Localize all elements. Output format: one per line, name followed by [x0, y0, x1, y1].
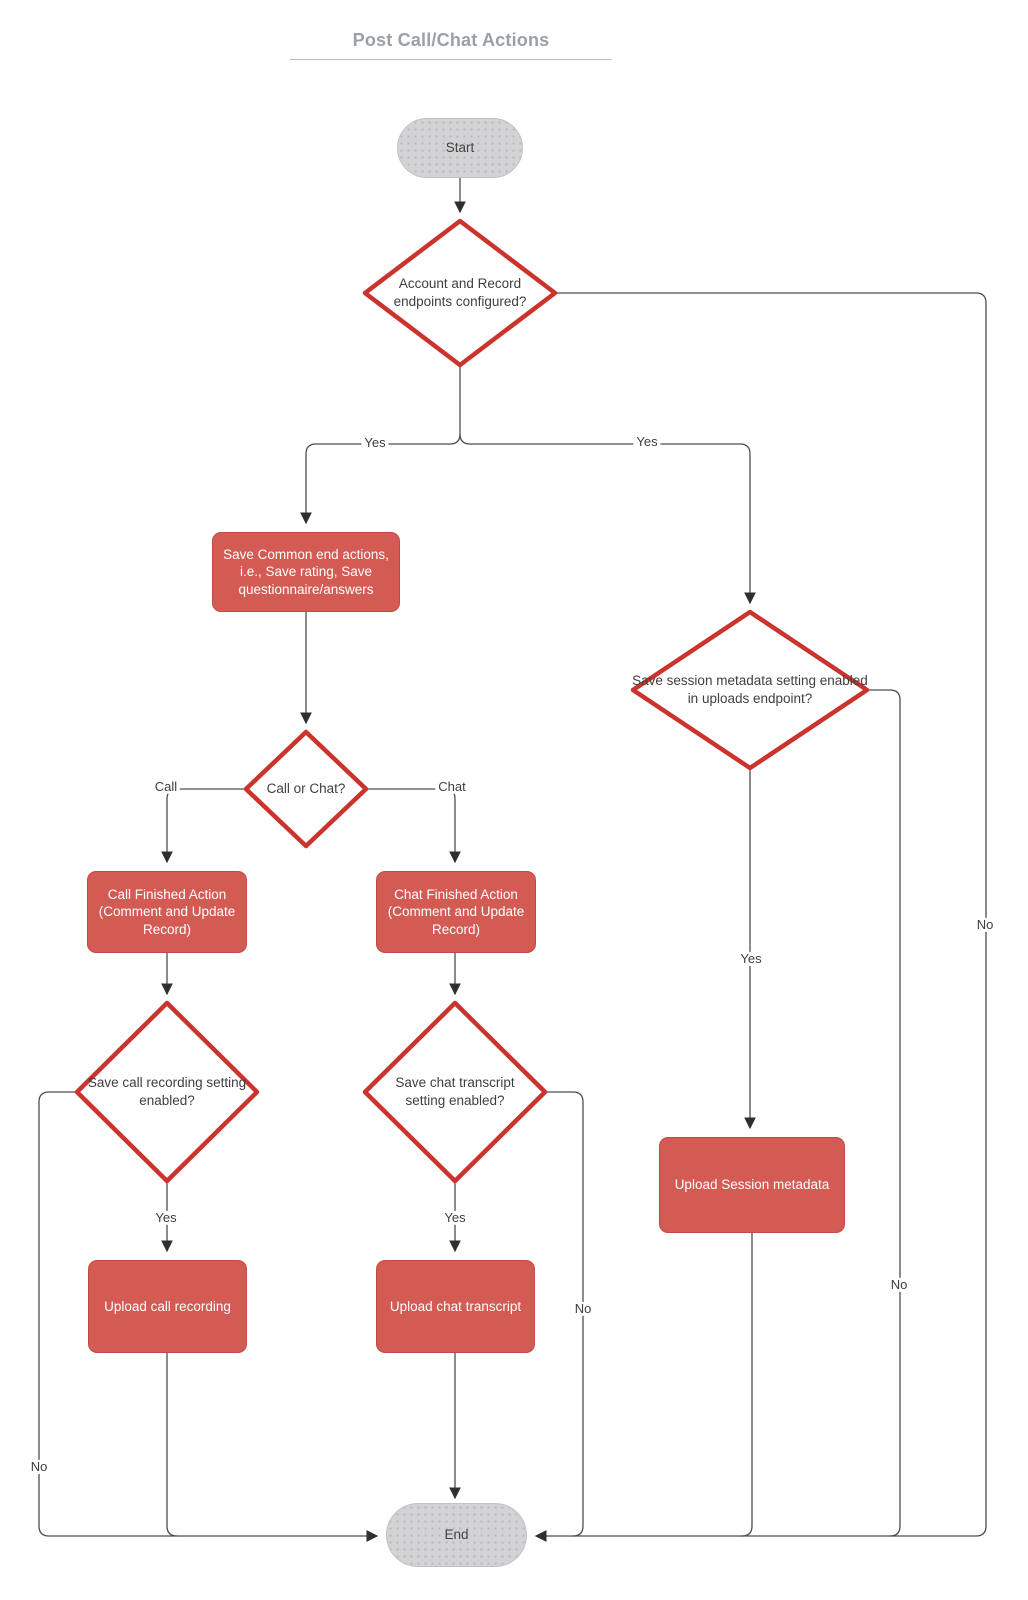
edge-label-yes-upload-chat: Yes: [441, 1210, 469, 1226]
end-label: End: [444, 1527, 469, 1543]
edge-label-no-endpoints: No: [973, 917, 997, 933]
process-call-finished-action: Call Finished Action (Comment and Update…: [87, 871, 247, 953]
edge-yes-to-save-common: [300, 433, 461, 525]
edge-call-branch: [161, 788, 246, 864]
process-save-common-label: Save Common end actions, i.e., Save rati…: [223, 546, 389, 597]
end-terminal: End: [386, 1503, 527, 1567]
decision-save-call-recording-shape: [74, 1000, 260, 1184]
edge-label-no-chat-transcript: No: [571, 1301, 595, 1317]
start-label: Start: [445, 140, 475, 156]
edge-label-call: Call: [151, 779, 181, 795]
decision-endpoints-configured-shape: [362, 218, 558, 368]
edge-no-call-to-end: [38, 1091, 379, 1542]
process-upload-call-recording: Upload call recording: [88, 1260, 247, 1353]
decision-call-or-chat-shape: [243, 729, 369, 849]
process-chat-finished-label: Chat Finished Action (Comment and Update…: [387, 886, 525, 937]
decision-session-metadata-label: Save session metadata setting enabled in…: [632, 673, 868, 706]
edge-chat-branch: [366, 788, 461, 864]
process-upload-session-label: Upload Session metadata: [674, 1177, 830, 1193]
edge-upload-session-to-end: [741, 1233, 753, 1537]
edge-label-chat: Chat: [435, 779, 469, 795]
decision-save-call-recording-label: Save call recording setting enabled?: [87, 1075, 247, 1108]
decision-save-chat-transcript-label: Save chat transcript setting enabled?: [395, 1075, 515, 1108]
process-upload-call-label: Upload call recording: [104, 1298, 231, 1314]
process-upload-chat-label: Upload chat transcript: [389, 1298, 522, 1314]
edge-yes-to-session-diamond: [459, 433, 756, 605]
decision-endpoints-configured-label: Account and Record endpoints configured?: [393, 276, 527, 309]
decision-save-chat-transcript-shape: [362, 1000, 548, 1184]
edge-label-yes-upload-call: Yes: [152, 1210, 180, 1226]
edge-label-no-session-setting: No: [887, 1277, 911, 1293]
edge-label-yes-save-common: Yes: [361, 435, 389, 451]
decision-session-metadata-shape: [630, 609, 870, 771]
process-save-common-end-actions: Save Common end actions, i.e., Save rati…: [212, 532, 400, 612]
process-call-finished-label: Call Finished Action (Comment and Update…: [98, 886, 236, 937]
decision-call-or-chat-label: Call or Chat?: [266, 781, 346, 797]
diagram-title: Post Call/Chat Actions: [290, 30, 612, 60]
edge-label-yes-session-setting: Yes: [633, 434, 661, 450]
edge-no-chat-to-end: [545, 1091, 584, 1537]
process-upload-chat-transcript: Upload chat transcript: [376, 1260, 535, 1353]
edge-no-session-to-end: [867, 689, 901, 1537]
process-chat-finished-action: Chat Finished Action (Comment and Update…: [376, 871, 536, 953]
edge-no-endpoints-to-end: [534, 292, 987, 1542]
edge-label-yes-upload-session: Yes: [737, 951, 765, 967]
edge-upload-call-to-end: [166, 1353, 178, 1537]
edge-label-no-call-recording: No: [27, 1459, 51, 1475]
start-terminal: Start: [397, 118, 523, 178]
process-upload-session-metadata: Upload Session metadata: [659, 1137, 845, 1233]
